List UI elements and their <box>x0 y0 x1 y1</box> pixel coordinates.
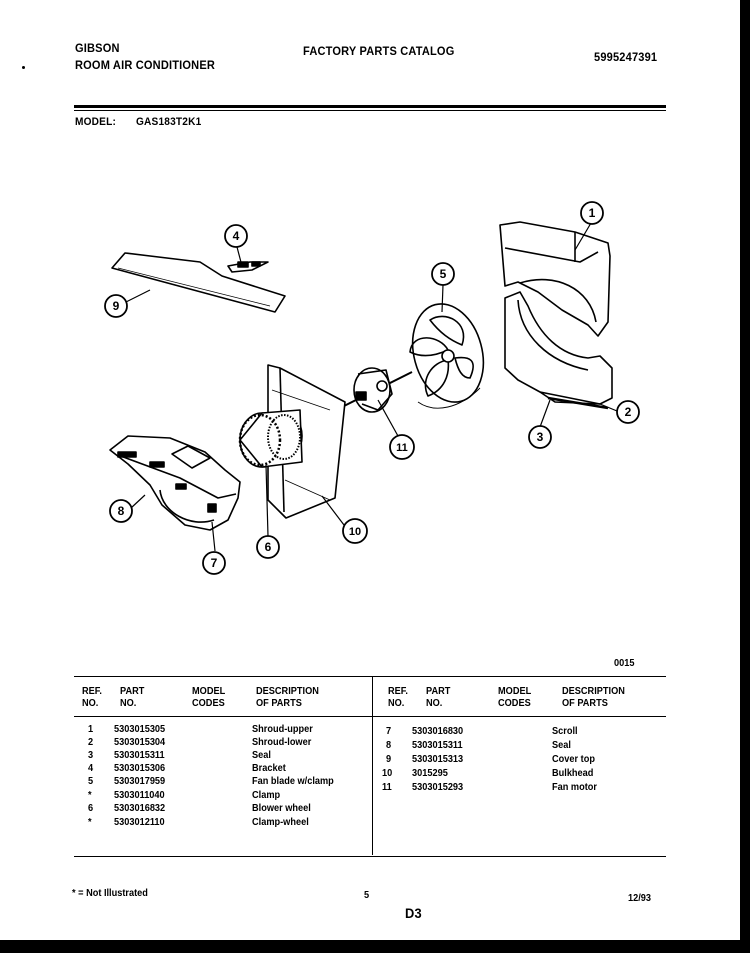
fan-motor-part <box>339 367 413 413</box>
callout-leaders <box>125 222 618 552</box>
callout-4-label: 4 <box>233 229 240 243</box>
part-no: 3015295 <box>412 768 448 779</box>
part-desc: Clamp <box>252 790 281 801</box>
ref-no: 10 <box>382 768 393 779</box>
part-no: 5303015304 <box>114 737 166 748</box>
ref-no: * <box>88 817 92 828</box>
bulkhead-part <box>267 364 346 519</box>
callout-4 <box>224 224 248 248</box>
ref-no: 9 <box>386 754 392 765</box>
shroud-upper-part <box>499 221 611 337</box>
table-top-rule <box>74 676 666 677</box>
cover-top-part <box>111 252 286 313</box>
part-desc: Seal <box>552 740 571 751</box>
callout-2 <box>616 400 640 424</box>
model-value: GAS183T2K1 <box>136 116 202 128</box>
header-rule <box>74 105 666 108</box>
ref-no: 3 <box>88 750 94 761</box>
callout-1 <box>580 201 604 225</box>
catalog-number: 5995247391 <box>594 50 658 64</box>
ref-no: 2 <box>88 737 94 748</box>
part-desc: Bracket <box>252 763 286 774</box>
scroll-part <box>109 435 241 531</box>
ref-no: 7 <box>386 726 392 737</box>
fan-blade-part <box>409 303 485 409</box>
part-desc: Clamp-wheel <box>252 817 309 828</box>
figure-code: 0015 <box>614 658 635 669</box>
model-label: MODEL: <box>75 116 117 128</box>
ref-no: 8 <box>386 740 392 751</box>
col-ref-header: REF.NO. <box>82 686 102 709</box>
callout-5 <box>431 262 455 286</box>
part-no: 5303011040 <box>114 790 165 801</box>
part-desc: Bulkhead <box>552 768 594 779</box>
callout-10-label: 10 <box>349 526 361 538</box>
part-no: 5303015305 <box>114 724 166 735</box>
ref-no: * <box>88 790 92 801</box>
part-desc: Blower wheel <box>252 803 311 814</box>
callout-3-label: 3 <box>537 430 544 444</box>
blower-wheel-part <box>238 409 303 468</box>
exploded-parts-diagram: 1 2 3 4 5 6 7 8 9 10 11 <box>104 201 640 575</box>
table-bottom-rule <box>74 856 666 857</box>
part-no: 5303012110 <box>114 817 165 828</box>
part-desc: Shroud-lower <box>252 737 312 748</box>
callout-8 <box>109 499 133 523</box>
part-no: 5303015293 <box>412 782 464 793</box>
part-desc: Fan motor <box>552 782 597 793</box>
callout-6 <box>256 535 280 559</box>
callout-3 <box>528 425 552 449</box>
part-no: 5303017959 <box>114 776 166 787</box>
callout-7 <box>202 551 226 575</box>
callout-5-label: 5 <box>440 267 447 281</box>
part-desc: Cover top <box>552 754 595 765</box>
brand-name: GIBSON <box>75 41 120 55</box>
part-no: 5303016830 <box>412 726 464 737</box>
ref-no: 1 <box>88 724 94 735</box>
part-no: 5303016832 <box>114 803 166 814</box>
callout-1-label: 1 <box>589 206 596 220</box>
part-no: 5303015311 <box>412 740 463 751</box>
catalog-title: FACTORY PARTS CATALOG <box>303 44 455 58</box>
model-rule <box>74 110 666 111</box>
revision-date: 12/93 <box>628 893 652 904</box>
part-desc: Fan blade w/clamp <box>252 776 334 787</box>
part-desc: Scroll <box>552 726 578 737</box>
table-divider <box>372 677 373 855</box>
bracket-part <box>227 261 269 273</box>
ref-no: 4 <box>88 763 94 774</box>
part-no: 5303015306 <box>114 763 166 774</box>
ref-no: 6 <box>88 803 94 814</box>
ref-no: 5 <box>88 776 94 787</box>
product-name: ROOM AIR CONDITIONER <box>75 58 216 72</box>
callout-11 <box>389 434 415 460</box>
page-number: 5 <box>364 890 370 901</box>
callout-8-label: 8 <box>118 504 125 518</box>
callout-6-label: 6 <box>265 540 272 554</box>
catalog-page: GIBSON ROOM AIR CONDITIONER FACTORY PART… <box>0 0 740 940</box>
table-header-rule <box>74 716 666 717</box>
section-code: D3 <box>405 905 422 921</box>
col-ref-header-right: REF.NO. <box>388 686 408 709</box>
callout-9-label: 9 <box>113 299 120 313</box>
ref-no: 11 <box>382 782 392 793</box>
speck <box>22 66 25 69</box>
callout-9 <box>104 294 128 318</box>
part-desc: Shroud-upper <box>252 724 313 735</box>
callout-2-label: 2 <box>625 405 632 419</box>
callout-11-label: 11 <box>396 442 408 454</box>
part-no: 5303015313 <box>412 754 464 765</box>
shroud-lower-part <box>504 291 613 410</box>
part-no: 5303015311 <box>114 750 165 761</box>
part-desc: Seal <box>252 750 271 761</box>
footnote: * = Not Illustrated <box>72 888 148 899</box>
callout-7-label: 7 <box>211 556 218 570</box>
callout-10 <box>342 518 368 544</box>
